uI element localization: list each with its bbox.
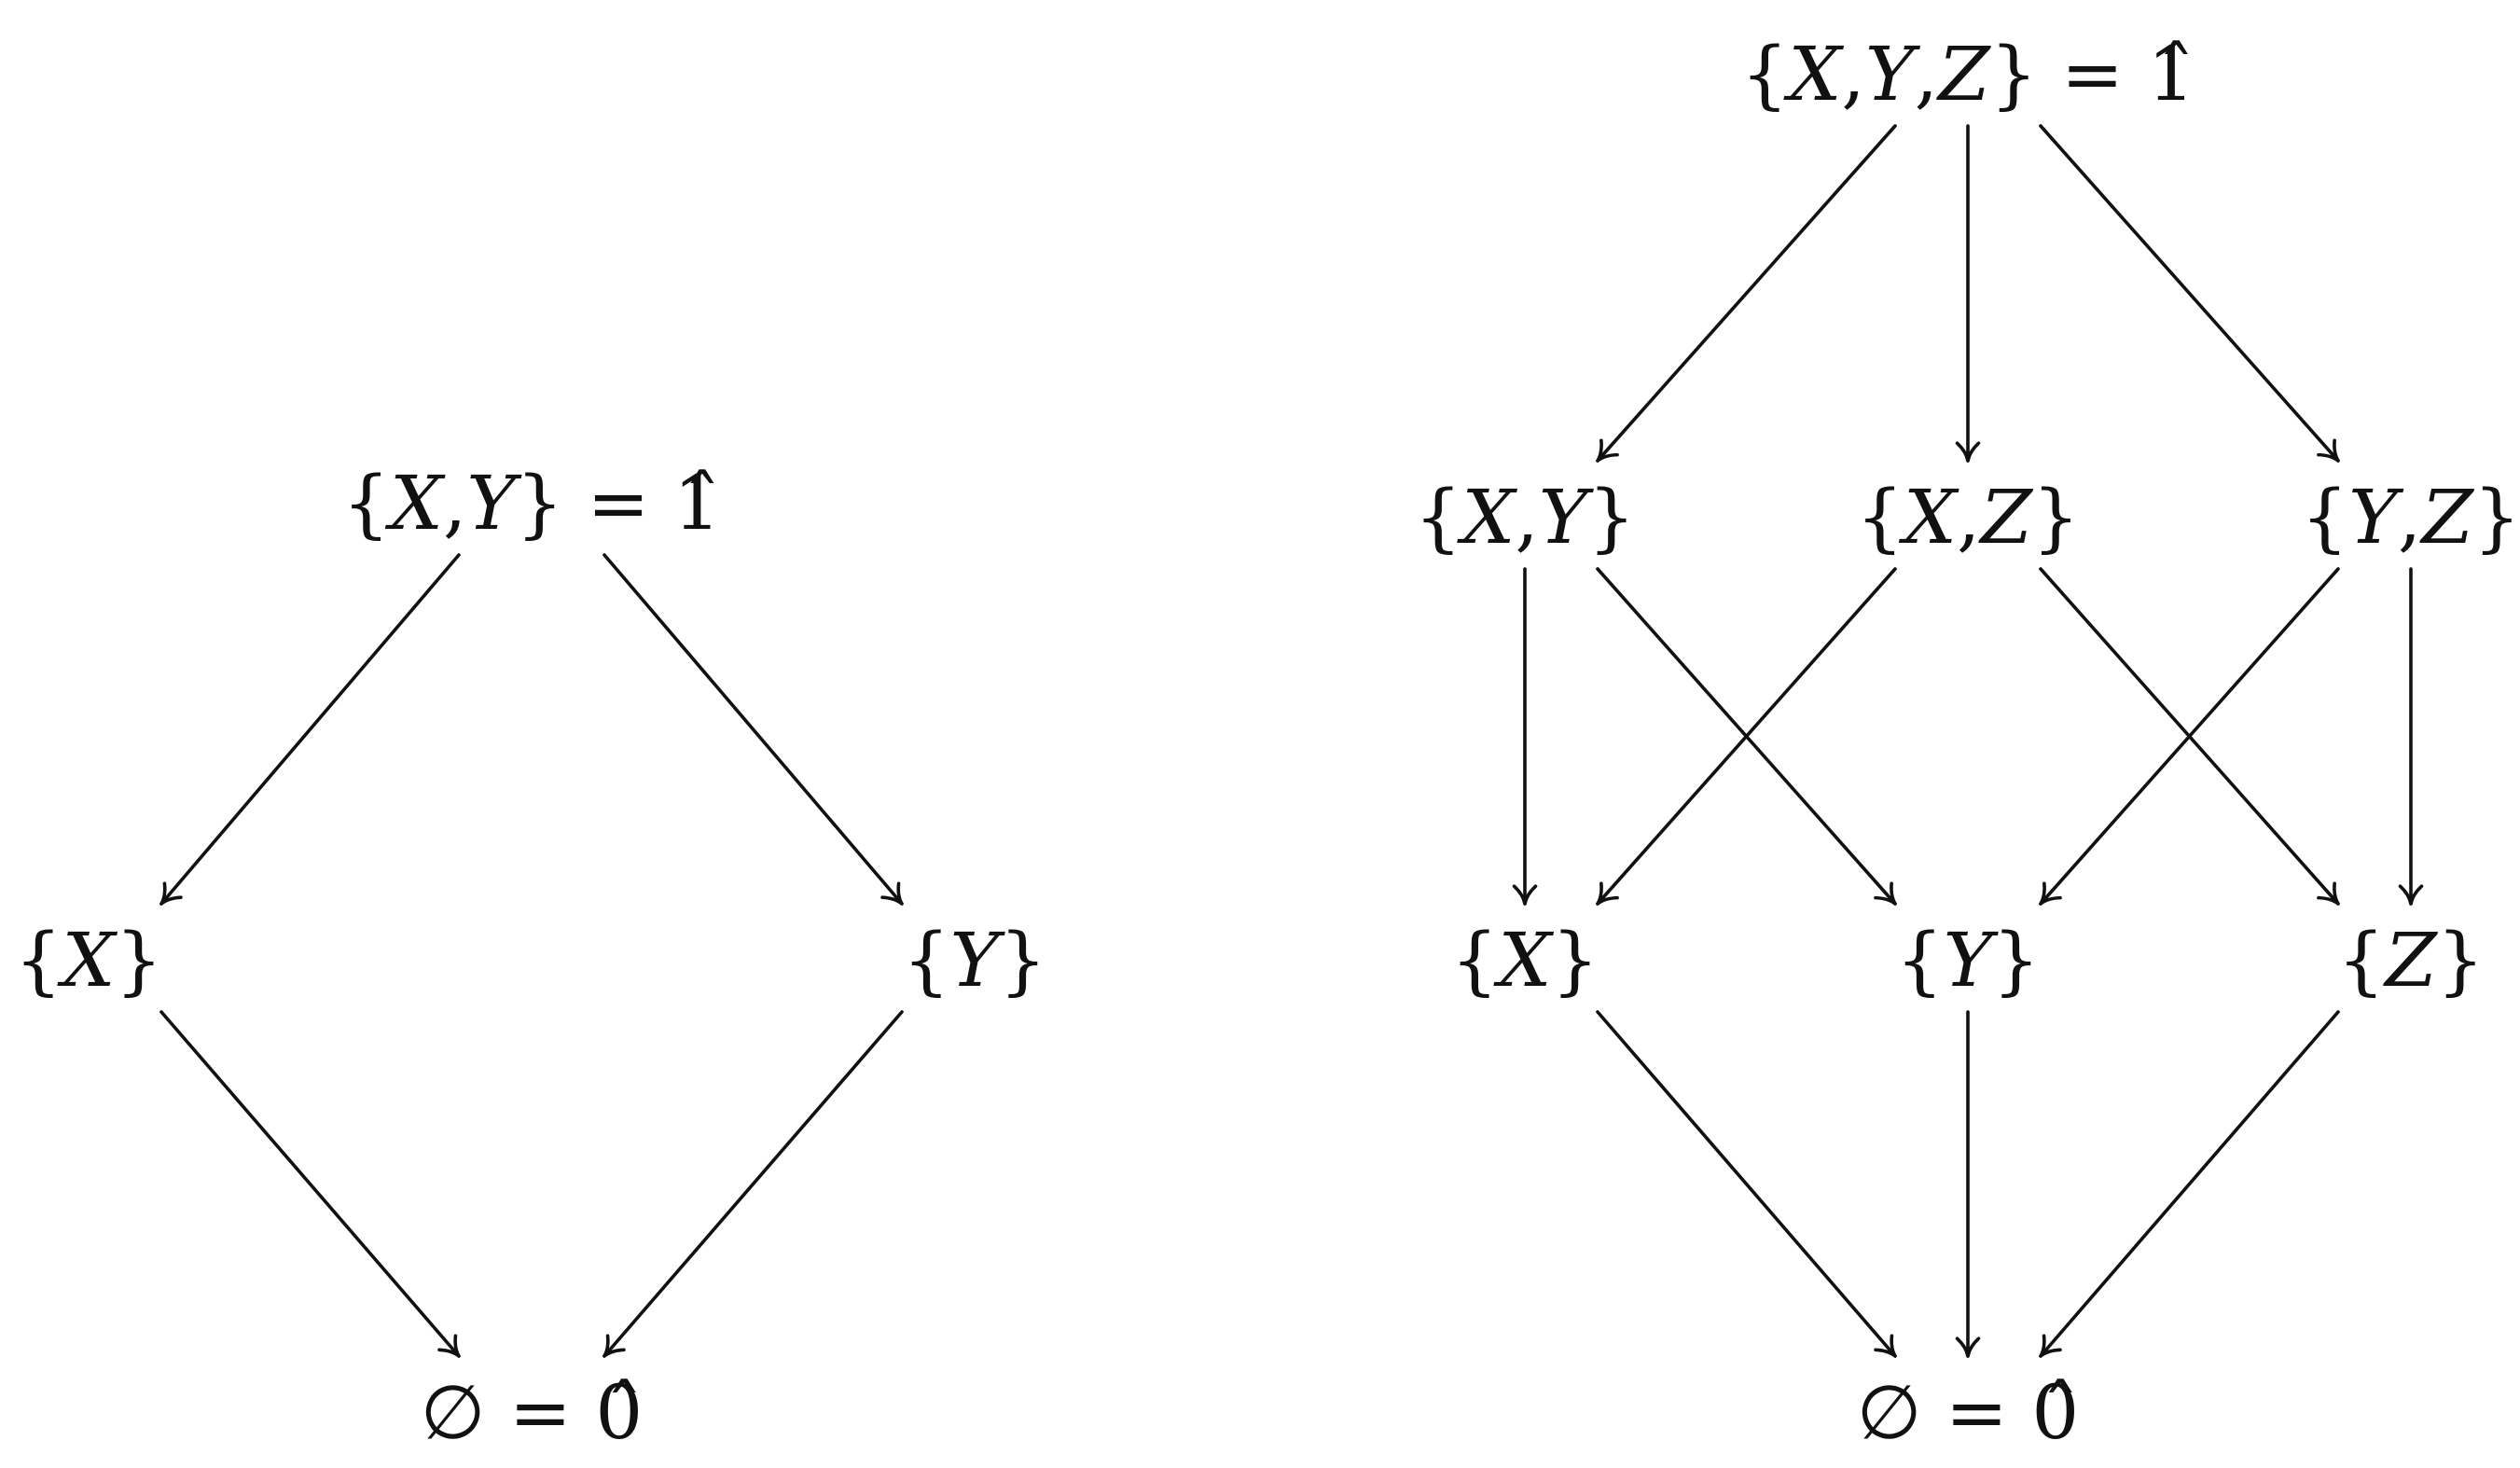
edge-line	[1596, 1010, 1897, 1358]
arrowhead	[2039, 1334, 2062, 1358]
edge-top-to-xy	[1596, 124, 1897, 463]
arrowhead	[2317, 438, 2340, 463]
arrowhead	[1955, 1336, 1981, 1358]
edge-line	[2039, 1010, 2340, 1358]
edges-layer	[159, 124, 2424, 1358]
node-top: {X,Y,Z} = 1̂	[1741, 31, 2195, 118]
arrowhead	[2317, 881, 2340, 906]
arrowhead	[1596, 438, 1619, 463]
node-y: {Y}	[1896, 917, 2041, 1004]
edge-line	[159, 1010, 461, 1358]
edge-x-to-bottom	[1596, 1010, 1897, 1358]
node-x: {X}	[15, 917, 163, 1004]
node-bottom: ∅ = 0̂	[1857, 1369, 2080, 1456]
arrowhead	[880, 881, 904, 906]
node-x: {X}	[1451, 917, 1599, 1004]
edge-xz-to-x	[1596, 567, 1897, 906]
arrowhead	[1874, 1334, 1897, 1358]
arrowhead	[437, 1334, 461, 1358]
three-element-lattice-edges	[1512, 124, 2424, 1358]
edge-xy-to-x	[1512, 567, 1538, 906]
node-top: {X,Y} = 1̂	[342, 460, 721, 547]
edge-line	[159, 553, 461, 906]
node-y: {Y}	[903, 917, 1047, 1004]
arrowhead	[1955, 441, 1981, 463]
edge-top-to-y	[602, 553, 904, 906]
edge-line	[1596, 124, 1897, 463]
arrowhead	[1874, 881, 1897, 906]
arrowhead	[602, 1334, 626, 1358]
edge-line	[2039, 124, 2340, 463]
edge-top-to-x	[159, 553, 461, 906]
edge-line	[1596, 567, 1897, 906]
edge-top-to-yz	[2039, 124, 2340, 463]
edge-y-to-bottom	[1955, 1010, 1981, 1358]
two-element-lattice-edges	[159, 553, 904, 1358]
arrowhead	[159, 881, 183, 906]
edge-x-to-bottom	[159, 1010, 461, 1358]
arrowhead	[1596, 881, 1619, 906]
edge-yz-to-y	[2039, 567, 2340, 906]
edge-line	[2039, 567, 2340, 906]
nodes-layer: {X,Y} = 1̂{X}{Y}∅ = 0̂{X,Y,Z} = 1̂{X,Y}{…	[15, 31, 2520, 1456]
arrowhead	[2039, 881, 2062, 906]
node-yz: {Y,Z}	[2301, 474, 2520, 561]
three-element-lattice-nodes: {X,Y,Z} = 1̂ {X,Y} {X,Z} {Y,Z} {X} {Y} {Z} ∅ = …	[1414, 31, 2520, 1456]
node-xy: {X,Y}	[1414, 474, 1635, 561]
arrowhead	[2398, 884, 2424, 906]
arrowhead	[1512, 884, 1538, 906]
node-z: {Z}	[2337, 917, 2484, 1004]
edge-line	[602, 1010, 904, 1358]
edge-line	[602, 553, 904, 906]
edge-top-to-xz	[1955, 124, 1981, 463]
edge-yz-to-z	[2398, 567, 2424, 906]
edge-z-to-bottom	[2039, 1010, 2340, 1358]
two-element-lattice-nodes: {X,Y} = 1̂ {X} {Y} ∅ = 0̂	[15, 460, 1047, 1456]
node-bottom: ∅ = 0̂	[421, 1369, 644, 1456]
node-xz: {X,Z}	[1856, 474, 2080, 561]
edge-y-to-bottom	[602, 1010, 904, 1358]
